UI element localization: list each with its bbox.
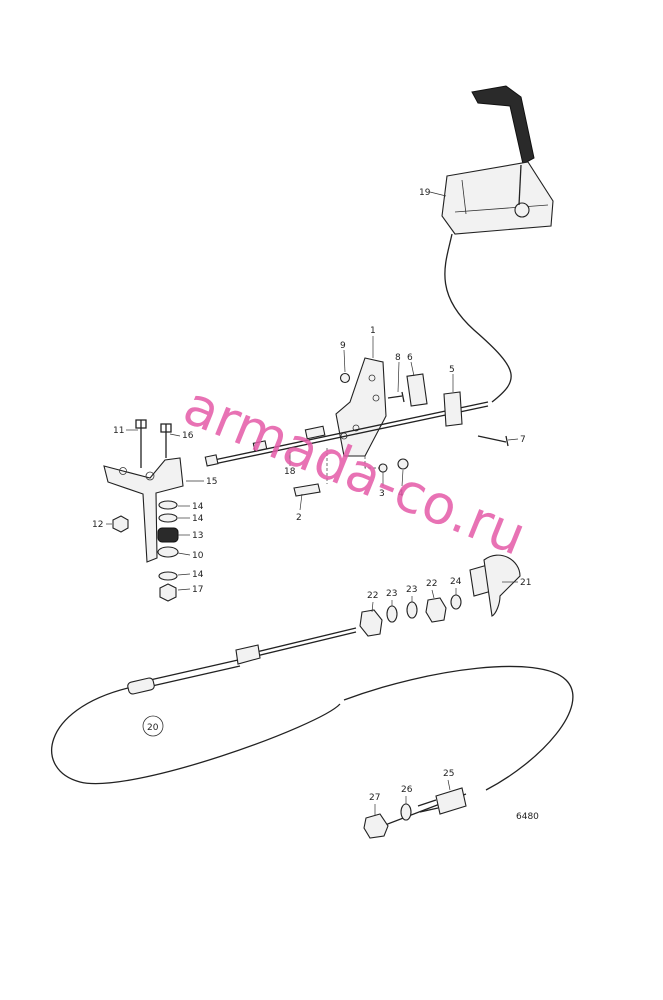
- label-16: 16: [182, 431, 194, 441]
- nut-4: [397, 458, 409, 470]
- label-12: 12: [92, 520, 103, 530]
- washer-23a: [386, 605, 398, 623]
- label-13: 13: [192, 531, 203, 541]
- screw-8: [387, 391, 405, 403]
- label-14a: 14: [192, 502, 204, 512]
- lever-cable: [444, 233, 512, 403]
- label-24: 24: [450, 577, 462, 587]
- leader-lines: [106, 191, 519, 816]
- label-22a: 22: [367, 591, 378, 601]
- label-25: 25: [443, 769, 454, 779]
- bolt-7: [477, 435, 509, 447]
- nut-9: [339, 372, 351, 384]
- screw-16: [160, 423, 172, 458]
- clamp-5: [443, 391, 463, 427]
- washer-26: [400, 803, 412, 821]
- fitting-25: [435, 787, 467, 815]
- label-10: 10: [192, 551, 204, 561]
- label-21: 21: [520, 578, 531, 588]
- washer-14a: [158, 500, 178, 510]
- label-22b: 22: [426, 579, 437, 589]
- nut-27: [363, 813, 389, 839]
- label-11: 11: [113, 426, 124, 436]
- spacer-10: [157, 546, 179, 558]
- label-4: 4: [398, 489, 404, 499]
- rubber-bushing-13: [157, 527, 179, 543]
- nut-17: [159, 583, 177, 602]
- label-5: 5: [449, 365, 455, 375]
- washer-23b: [406, 601, 418, 619]
- label-23a: 23: [386, 589, 397, 599]
- pin-2: [293, 483, 321, 497]
- label-6: 6: [407, 353, 413, 363]
- engine-bracket-15: [103, 457, 184, 563]
- label-8: 8: [395, 353, 401, 363]
- figure-number: 6480: [516, 812, 539, 822]
- washer-14c: [158, 571, 178, 581]
- label-1: 1: [370, 326, 376, 336]
- nut-22b: [425, 597, 447, 623]
- label-19: 19: [419, 188, 431, 198]
- label-14c: 14: [192, 570, 204, 580]
- ring-24: [450, 594, 462, 610]
- label-14b: 14: [192, 514, 204, 524]
- cable-end-21: [469, 554, 521, 617]
- washer-14b: [158, 513, 178, 523]
- label-23b: 23: [406, 585, 417, 595]
- label-3: 3: [379, 489, 385, 499]
- label-9: 9: [340, 341, 346, 351]
- control-cable-20: [51, 627, 574, 831]
- nut-22a: [359, 609, 383, 637]
- label-15: 15: [206, 477, 217, 487]
- label-7: 7: [520, 435, 526, 445]
- label-17: 17: [192, 585, 203, 595]
- label-26: 26: [401, 785, 413, 795]
- part-labels: 19 1 9 8 6 5 7 18 3 4 2 11 16 15 12 14 1…: [92, 188, 539, 822]
- label-2: 2: [296, 513, 302, 523]
- label-27: 27: [369, 793, 380, 803]
- control-lever-19: [441, 85, 554, 235]
- screw-11: [135, 419, 147, 468]
- control-rod-18: [204, 401, 489, 467]
- clip-6: [406, 373, 428, 407]
- label-18: 18: [284, 467, 296, 477]
- nut-12: [112, 515, 129, 533]
- label-20: 20: [147, 723, 159, 733]
